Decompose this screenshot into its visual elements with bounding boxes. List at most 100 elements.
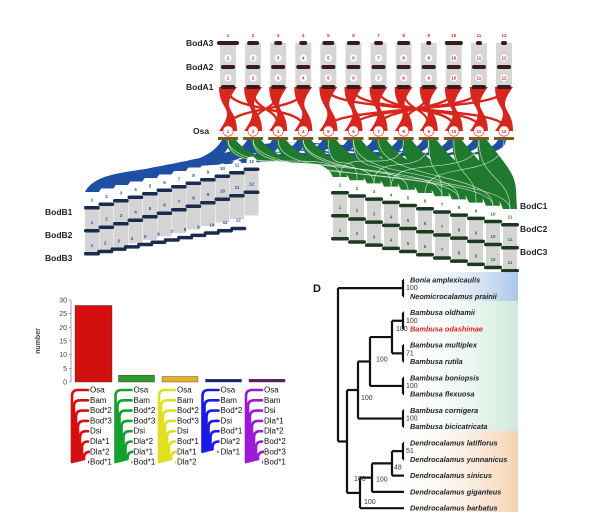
- topology-leaf-label: Dsi: [264, 406, 276, 415]
- topology-branch: [252, 429, 264, 462]
- chromosome-bar: [322, 41, 335, 45]
- synteny-link-red: [269, 87, 288, 131]
- chromosome-marker: [188, 170, 199, 181]
- synteny-gray-band: [418, 209, 432, 232]
- chromosome-marker: [473, 125, 485, 137]
- chromosome-number: 7: [441, 224, 444, 229]
- chromosome-bar: [247, 41, 260, 45]
- chromosome-marker: [247, 125, 259, 137]
- chromosome-number: 1: [339, 183, 342, 188]
- chromosome-number: 5: [327, 129, 330, 134]
- chromosome-marker: [232, 160, 242, 170]
- chromosome-marker: [373, 125, 385, 137]
- chromosome-bar: [268, 137, 289, 140]
- chromosome-number: 11: [477, 33, 482, 38]
- chromosome-marker: [217, 163, 228, 174]
- topology-leaf-label: Bod*2: [264, 437, 286, 446]
- chromosome-bar: [346, 65, 361, 69]
- chromosome-number: 9: [427, 129, 430, 134]
- chromosome-bar: [171, 208, 187, 212]
- row-label-boda1: BodA1: [186, 82, 214, 92]
- chromosome-marker: [297, 125, 309, 137]
- topology-leaf-label: Bod*3: [264, 447, 286, 456]
- chromosome-bar: [467, 262, 485, 267]
- synteny-gray-band: [350, 196, 364, 220]
- synteny-gray-band: [452, 215, 466, 239]
- chromosome-bar: [84, 229, 100, 233]
- topology-leaf-label: Dla*1: [221, 447, 241, 456]
- taxon-label: Bambusa boniopsis: [410, 373, 479, 382]
- topology-leaf-label: Dsi: [221, 416, 233, 425]
- chromosome-bar: [348, 194, 366, 198]
- chromosome-bar: [346, 41, 360, 45]
- synteny-gray-band: [230, 173, 244, 196]
- topology-branch: [161, 409, 177, 463]
- chromosome-number: 12: [501, 56, 507, 61]
- chromosome-marker: [505, 212, 515, 222]
- chromosome-number: 3: [373, 189, 376, 194]
- topology-branch: [211, 440, 220, 451]
- chromosome-marker: [324, 74, 332, 82]
- chromosome-marker: [246, 156, 257, 167]
- synteny-gray-band: [435, 235, 449, 259]
- chromosome-number: 9: [475, 254, 478, 259]
- chromosome-bar: [397, 41, 411, 45]
- chromosome-number: 11: [235, 185, 240, 190]
- taxon-label: Bambusa odashimae: [410, 324, 483, 333]
- chromosome-bar: [185, 181, 202, 185]
- synteny-link-highlight: [328, 139, 358, 181]
- chromosome-number: 8: [402, 56, 405, 61]
- synteny-link-highlight: [424, 139, 505, 194]
- chromosome-bar: [243, 137, 264, 140]
- chromosome-bar: [299, 41, 308, 45]
- chromosome-bar: [127, 218, 144, 222]
- chromosome-bar: [296, 65, 311, 69]
- chromosome-bar: [200, 201, 216, 205]
- chromosome-bar: [467, 239, 485, 244]
- chromosome-number: 3: [373, 234, 376, 239]
- chromosome-bar: [382, 223, 400, 228]
- chromosome-number: 2: [356, 186, 359, 191]
- synteny-gray-band: [486, 244, 500, 268]
- chromosome-marker: [349, 54, 358, 62]
- chromosome-number: 12: [501, 76, 507, 81]
- chromosome-number: 7: [377, 129, 380, 134]
- y-tick-label: 20: [59, 325, 67, 332]
- chromosome-bar: [218, 137, 238, 140]
- chromosome-number: 12: [249, 159, 255, 164]
- synteny-gray-band: [401, 228, 415, 252]
- chromosome-marker: [335, 180, 345, 190]
- topology-leaf-label: Dsi: [134, 427, 146, 436]
- chromosome-marker: [101, 191, 112, 202]
- chromosome-bar: [271, 65, 286, 69]
- chromosome-bar: [399, 226, 417, 231]
- chromosome-marker: [87, 195, 97, 205]
- topology-branch: [207, 419, 220, 452]
- topology-branch: [70, 388, 90, 464]
- chromosome-bar: [382, 200, 400, 205]
- chromosome-bar: [221, 85, 235, 89]
- chromosome-number: 2: [252, 33, 255, 38]
- chromosome-marker: [500, 54, 508, 62]
- chromosome-bar: [217, 41, 239, 45]
- topology-leaf-label: Bod*1: [90, 458, 112, 467]
- chromosome-bar: [468, 137, 489, 140]
- synteny-gray-band: [452, 238, 466, 262]
- chromosome-number: 10: [490, 212, 496, 217]
- synteny-gray-band: [469, 241, 483, 265]
- synteny-link-green: [451, 140, 500, 206]
- chromosome-bar: [371, 85, 386, 89]
- chromosome-number: 8: [458, 205, 461, 210]
- synteny-gray-band: [157, 213, 172, 237]
- bar-topology-2: [118, 374, 155, 383]
- synteny-gray-band: [350, 219, 364, 243]
- topology-branch: [201, 388, 220, 454]
- chromosome-marker: [249, 74, 257, 82]
- topology-branch: [159, 399, 177, 463]
- chromosome-marker: [423, 125, 435, 137]
- synteny-gray-band: [230, 196, 244, 219]
- chromosome-number: 4: [302, 33, 305, 38]
- topology-branch: [72, 399, 90, 463]
- panel-label: D: [313, 283, 321, 295]
- bootstrap-value: 51: [406, 448, 414, 455]
